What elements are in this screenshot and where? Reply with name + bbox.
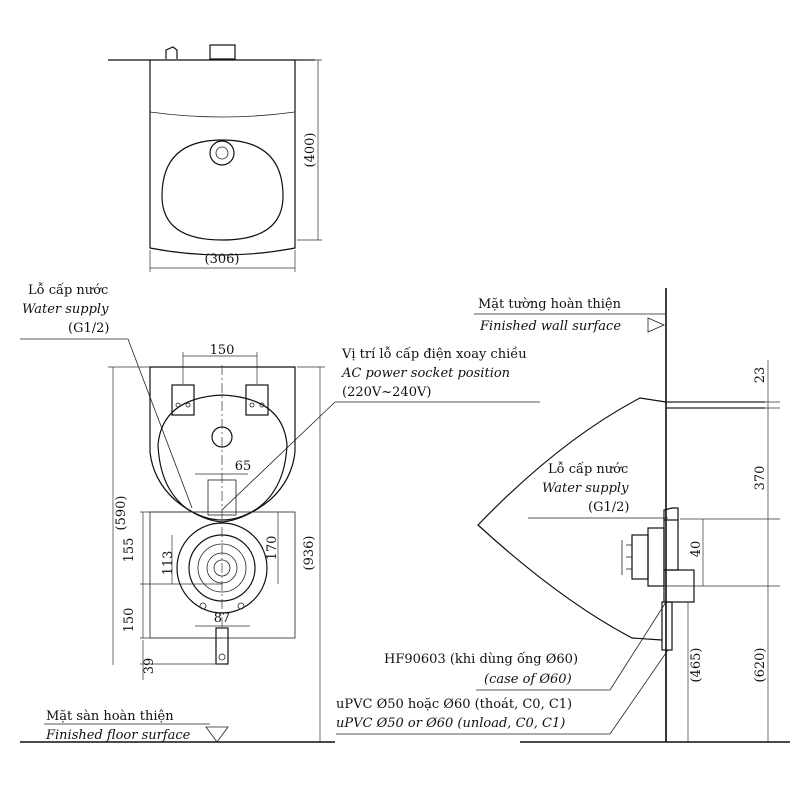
dim-400: (400) [303, 133, 318, 168]
dim-40: 40 [689, 541, 704, 558]
top-view: (400) (306) [108, 44, 322, 272]
pipe-label-vi: uPVC Ø50 hoặc Ø60 (thoát, C0, C1) [336, 697, 572, 712]
side-view: Mặt tường hoàn thiện Finished wall surfa… [336, 288, 790, 743]
dim-113: 113 [161, 551, 176, 576]
top-urinal-outline [149, 60, 296, 256]
side-water-supply-size: (G1/2) [588, 500, 629, 515]
leader-outlet-part [609, 601, 667, 691]
front-water-supply-en: Water supply [22, 302, 109, 317]
wall-label-vi: Mặt tường hoàn thiện [478, 297, 622, 312]
bracket-right [245, 384, 269, 416]
dim-590: (590) [114, 496, 129, 531]
pipe-label-en: uPVC Ø50 or Ø60 (unload, C0, C1) [336, 716, 565, 731]
power-socket-voltage: (220V~240V) [342, 385, 431, 400]
front-view: Lỗ cấp nước Water supply (G1/2) Vị trí l… [20, 282, 540, 743]
side-water-supply-vi: Lỗ cấp nước [548, 461, 628, 477]
wall-label-en: Finished wall surface [479, 319, 621, 334]
leader-power-socket [221, 401, 336, 511]
dim-620: (620) [753, 648, 768, 683]
power-socket-en: AC power socket position [341, 366, 510, 381]
dim-23: 23 [753, 367, 768, 384]
dim-936: (936) [302, 536, 317, 571]
top-spreader [209, 140, 235, 166]
dim-150-top: 150 [210, 343, 235, 358]
front-bowl [157, 394, 288, 521]
bracket-left [171, 384, 195, 416]
leader-pipe [609, 649, 669, 735]
top-bowl [161, 139, 284, 241]
dim-155: 155 [122, 538, 137, 563]
dim-39: 39 [142, 658, 157, 675]
side-urinal-profile [477, 397, 667, 641]
dim-465: (465) [689, 648, 704, 683]
dim-306: (306) [205, 252, 240, 267]
front-urinal-body [149, 366, 296, 523]
triangle-marker-icon [647, 317, 665, 333]
front-water-supply-size: (G1/2) [68, 321, 109, 336]
side-water-supply-en: Water supply [542, 481, 629, 496]
outlet-part-vi: HF90603 (khi dùng ống Ø60) [384, 651, 578, 667]
front-mounting-area [149, 511, 296, 639]
top-sensor-box [209, 44, 236, 60]
dim-65: 65 [235, 459, 252, 474]
side-valve-body [647, 527, 665, 587]
front-drain-pipe [215, 627, 229, 665]
top-urinal-rim [149, 111, 296, 118]
dim-370: 370 [753, 466, 768, 491]
top-inlet-fitting [165, 46, 178, 59]
floor-label-en: Finished floor surface [45, 728, 191, 743]
dim-170: 170 [265, 536, 280, 561]
triangle-marker-icon [205, 726, 229, 743]
dim-150-bottom: 150 [122, 608, 137, 633]
floor-label-vi: Mặt sàn hoàn thiện [46, 709, 174, 724]
front-water-supply-vi: Lỗ cấp nước [28, 282, 108, 298]
power-socket-vi: Vị trí lỗ cấp điện xoay chiều [341, 346, 527, 362]
side-supply-fitting [663, 507, 679, 520]
outlet-part-en: (case of Ø60) [484, 672, 572, 687]
dim-87: 87 [214, 611, 231, 626]
